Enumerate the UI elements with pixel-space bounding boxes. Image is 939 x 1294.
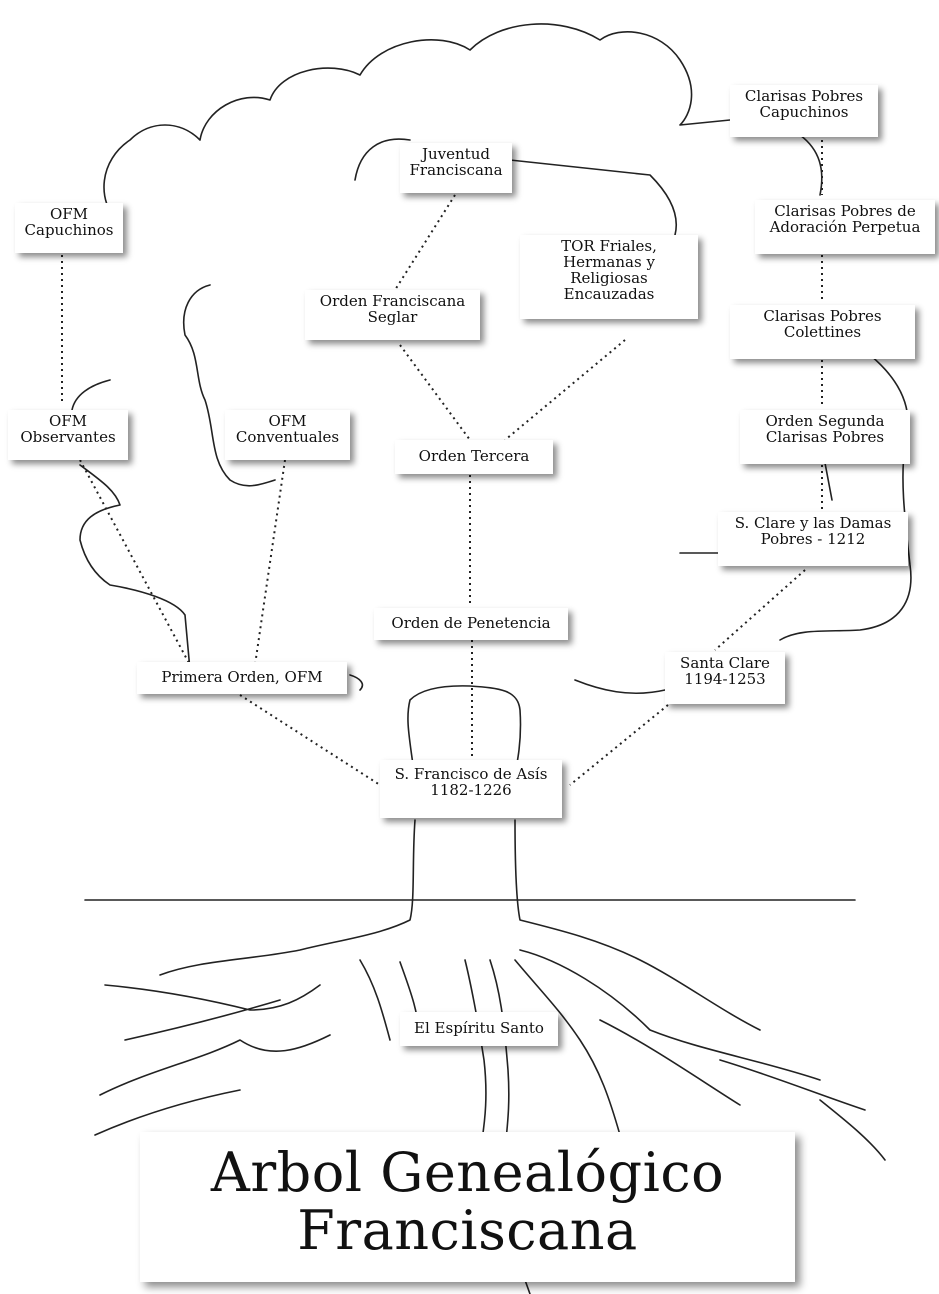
- canopy-outline-right: [799, 134, 823, 196]
- canopy-outline-bottom-right: [574, 679, 666, 695]
- connector-ofs-tercera: [399, 344, 471, 441]
- node-clarisas-adoracion: Clarisas Pobres de Adoración Perpetua: [755, 200, 935, 254]
- connector-santa-clare-francisco: [569, 704, 669, 786]
- title-box: Arbol Genealógico Franciscana: [140, 1132, 795, 1282]
- node-ofm-observantes: OFM Observantes: [8, 410, 128, 460]
- node-primera-orden: Primera Orden, OFM: [137, 662, 347, 694]
- trunk-lower-right: [514, 819, 761, 1031]
- canopy-outline-right-short: [679, 462, 833, 554]
- node-san-francisco: S. Francisco de Asís 1182-1226: [380, 760, 562, 818]
- root-right-2: [519, 949, 821, 1081]
- root-right-1: [514, 959, 621, 1136]
- canopy-outline-mid-left: [183, 284, 276, 487]
- title-line-1: Arbol Genealógico: [210, 1141, 725, 1204]
- node-espiritu-santo: El Espíritu Santo: [400, 1012, 558, 1046]
- root-left-2: [94, 1034, 331, 1136]
- canopy-outline-upper-inner: [354, 138, 411, 181]
- root-right-3: [599, 1019, 886, 1161]
- canopy-outline-inner-right: [509, 159, 677, 236]
- node-orden-tercera: Orden Tercera: [395, 440, 553, 474]
- canopy-outline-bottom-left: [349, 674, 364, 691]
- node-ofm-capuchinos: OFM Capuchinos: [15, 203, 123, 253]
- root-bottom: [524, 1279, 531, 1294]
- node-orden-penetencia: Orden de Penetencia: [374, 608, 568, 640]
- node-ofm-conventuales: OFM Conventuales: [225, 410, 350, 460]
- connector-conventuales-primera: [254, 459, 286, 666]
- root-center-1: [464, 959, 487, 1141]
- connector-tor-tercera: [504, 339, 626, 441]
- node-clare-damas-pobres: S. Clare y las Damas Pobres - 1212: [718, 512, 908, 566]
- node-orden-franciscana-seglar: Orden Franciscana Seglar: [305, 290, 480, 340]
- connector-observantes-primera: [79, 459, 191, 666]
- node-orden-segunda: Orden Segunda Clarisas Pobres: [740, 410, 910, 464]
- node-santa-clare: Santa Clare 1194-1253: [665, 652, 785, 704]
- node-juventud-franciscana: Juventud Franciscana: [400, 143, 512, 193]
- canopy-outline-right-lower: [779, 354, 912, 641]
- title-line-2: Franciscana: [297, 1199, 638, 1262]
- connector-clare-damas-santa: [714, 569, 806, 651]
- connector-juventud-ofs: [394, 194, 456, 291]
- trunk-lower-left: [159, 819, 416, 976]
- canopy-outline-left: [103, 23, 731, 226]
- trunk-left: [407, 685, 522, 791]
- node-clarisas-colettines: Clarisas Pobres Colettines: [730, 305, 915, 359]
- canopy-outline-left-lower: [71, 379, 191, 671]
- root-center-2: [489, 959, 510, 1141]
- connector-primera-francisco: [239, 694, 381, 786]
- node-clarisas-capuchinos: Clarisas Pobres Capuchinos: [730, 85, 878, 137]
- root-left-1: [104, 984, 321, 1041]
- node-tor: TOR Friales, Hermanas y Religiosas Encau…: [520, 235, 698, 319]
